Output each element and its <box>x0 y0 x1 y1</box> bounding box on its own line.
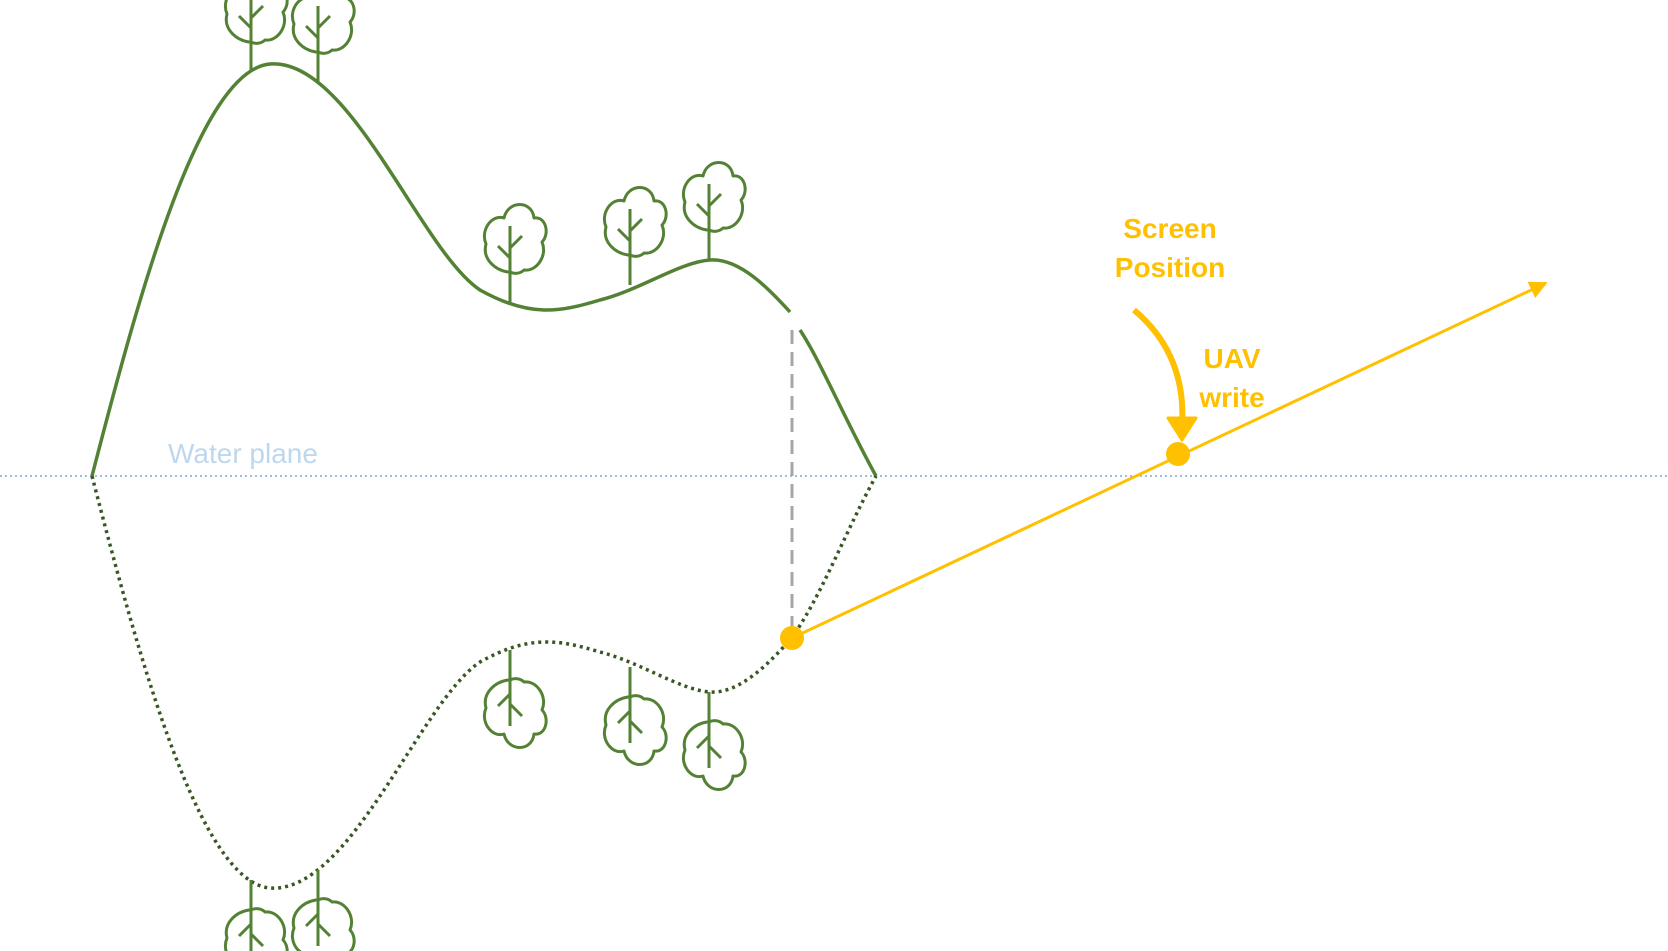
tree-icon <box>482 648 548 749</box>
uav-write-label-line1: UAV <box>1203 343 1260 374</box>
reflected-terrain-curve <box>90 475 878 890</box>
water-plane-label: Water plane <box>168 438 318 469</box>
tree-icon <box>602 186 668 287</box>
tree-icon <box>681 690 747 791</box>
curved-arrow-icon <box>1132 307 1186 426</box>
tree-icons-above <box>223 0 747 304</box>
tree-icon <box>223 0 289 74</box>
terrain-curve <box>90 62 792 477</box>
screen-position-label-line1: Screen <box>1123 213 1216 244</box>
tree-icon <box>602 665 668 766</box>
terrain-curve-right <box>798 329 878 477</box>
tree-icons-reflected <box>223 648 747 951</box>
tree-icon <box>681 161 747 262</box>
reflection-point-dot <box>780 626 804 650</box>
tree-icon <box>290 868 356 951</box>
tree-icon <box>482 203 548 304</box>
uav-write-label-line2: write <box>1198 382 1264 413</box>
curved-arrow-head <box>1166 416 1198 442</box>
screen-position-dot <box>1166 442 1190 466</box>
screen-position-label-line2: Position <box>1115 252 1225 283</box>
tree-icon <box>223 878 289 951</box>
